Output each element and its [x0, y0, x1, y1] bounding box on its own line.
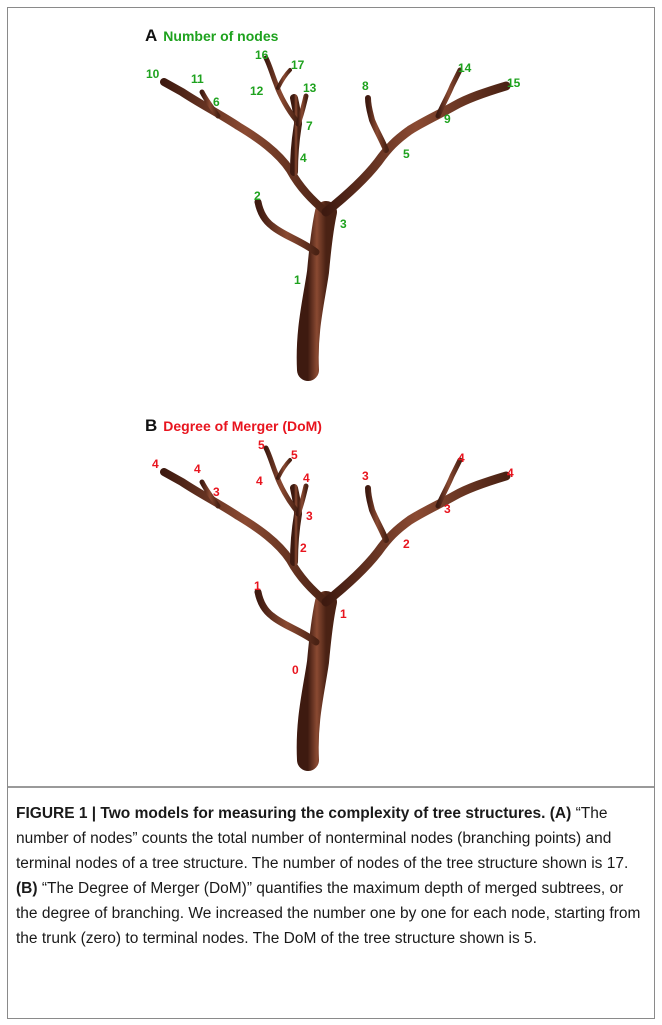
node-label-a-7: 7 — [306, 119, 313, 133]
node-label-b-5-a: 5 — [258, 438, 265, 452]
node-label-b-4-f: 4 — [507, 466, 514, 480]
caption-separator — [8, 786, 654, 788]
node-label-b-0: 0 — [292, 663, 299, 677]
node-label-a-9: 9 — [444, 112, 451, 126]
node-label-a-3: 3 — [340, 217, 347, 231]
node-label-a-8: 8 — [362, 79, 369, 93]
branch-right — [326, 86, 506, 212]
node-label-b-3-a: 3 — [213, 485, 220, 499]
node-label-a-12: 12 — [250, 84, 264, 98]
node-label-a-2: 2 — [254, 189, 261, 203]
caption-a-marker: (A) — [550, 805, 572, 822]
node-label-b-1-right: 1 — [340, 607, 347, 621]
node-label-a-17: 17 — [291, 58, 305, 72]
node-label-b-4-e: 4 — [458, 451, 465, 465]
node-label-b-4-d: 4 — [303, 471, 310, 485]
node-label-b-4-b: 4 — [194, 462, 201, 476]
node-label-b-5-b: 5 — [291, 448, 298, 462]
caption-b-text: “The Degree of Merger (DoM)” quantifies … — [16, 880, 640, 947]
node-label-b-3-c: 3 — [362, 469, 369, 483]
node-label-a-14: 14 — [458, 61, 472, 75]
branch-3-right — [368, 488, 386, 540]
node-label-a-16: 16 — [255, 48, 269, 62]
branch-right — [326, 476, 506, 602]
caption-figure-label: FIGURE 1 | Two models for measuring the … — [16, 805, 545, 822]
node-label-b-2-left: 2 — [300, 541, 307, 555]
node-label-a-10: 10 — [146, 67, 160, 81]
branch-2 — [258, 202, 316, 252]
node-label-b-1-left: 1 — [254, 579, 261, 593]
tree-a-illustration: 1 2 3 4 5 6 7 8 9 10 11 12 13 14 15 16 1… — [0, 40, 662, 410]
branch-left — [164, 82, 326, 212]
tree-b-node-labels: 0 1 1 2 2 3 3 3 3 4 4 4 4 4 4 5 5 — [152, 438, 514, 677]
tree-a-node-labels: 1 2 3 4 5 6 7 8 9 10 11 12 13 14 15 16 1… — [146, 48, 521, 287]
node-label-a-11: 11 — [191, 72, 204, 86]
branch-17 — [278, 70, 290, 88]
trunk — [308, 602, 326, 760]
node-label-b-4-c: 4 — [256, 474, 263, 488]
node-label-a-15: 15 — [507, 76, 521, 90]
branch-2-3 — [294, 488, 298, 562]
node-label-b-4-a: 4 — [152, 457, 159, 471]
tree-b-illustration: 0 1 1 2 2 3 3 3 3 4 4 4 4 4 4 5 5 — [0, 430, 662, 785]
branch-left — [164, 472, 326, 602]
branch-8 — [368, 98, 386, 150]
trunk — [308, 212, 326, 370]
node-label-a-1: 1 — [294, 273, 301, 287]
branch-1-left — [258, 592, 316, 642]
figure-caption: FIGURE 1 | Two models for measuring the … — [16, 801, 646, 951]
node-label-a-4: 4 — [300, 151, 307, 165]
node-label-b-2-right: 2 — [403, 537, 410, 551]
node-label-a-5: 5 — [403, 147, 410, 161]
branch-4-7 — [294, 98, 298, 172]
caption-b-marker: (B) — [16, 880, 38, 897]
node-label-a-13: 13 — [303, 81, 317, 95]
node-label-a-6: 6 — [213, 95, 220, 109]
node-label-b-3-b: 3 — [306, 509, 313, 523]
node-label-b-3-d: 3 — [444, 502, 451, 516]
branch-5 — [278, 460, 290, 478]
